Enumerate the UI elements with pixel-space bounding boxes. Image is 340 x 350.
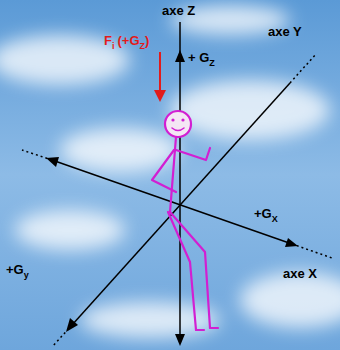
subscript-label: X <box>272 214 278 224</box>
subscript-label: y <box>24 270 29 280</box>
axis-name: axe Z <box>162 3 195 19</box>
text-label: +G <box>6 262 24 277</box>
subscript-label: Z <box>209 58 215 68</box>
text-label: axe Z <box>162 3 195 18</box>
text-label: (+G <box>117 33 139 48</box>
text-label: axe X <box>283 266 317 281</box>
text-label: +G <box>254 206 272 221</box>
direction-label: +GX <box>254 206 278 227</box>
text-label: ) <box>145 33 149 48</box>
direction-label: + GZ <box>188 50 215 71</box>
axis-name: axe Y <box>268 24 302 40</box>
axis-lines <box>22 22 332 347</box>
subscript-label: Z <box>140 41 146 51</box>
text-label: F <box>104 33 112 48</box>
inertial-force-arrow <box>154 52 166 102</box>
direction-label: +Gy <box>6 262 29 283</box>
clouds <box>0 5 340 338</box>
figure-eyes <box>171 118 184 121</box>
axis-name: axe X <box>283 266 317 282</box>
axis-arrowheads <box>46 50 298 346</box>
text-label: axe Y <box>268 24 302 39</box>
subscript-label: i <box>112 41 115 51</box>
stick-figure <box>152 111 218 330</box>
force-label: Fi(+GZ) <box>104 33 149 54</box>
text-label: + G <box>188 50 209 65</box>
